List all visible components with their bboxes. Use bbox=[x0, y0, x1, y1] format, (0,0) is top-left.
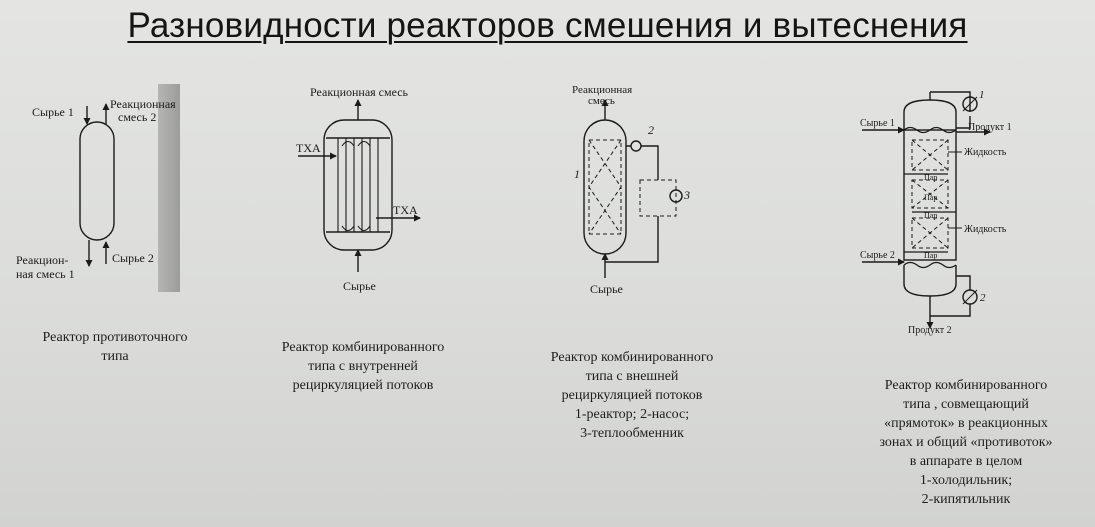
reactor4-zone-top-cross bbox=[911, 139, 949, 171]
reactor3-external-recirculation bbox=[583, 99, 683, 278]
reactor3-bed-cross bbox=[588, 139, 622, 235]
reactor3-pump bbox=[630, 140, 642, 152]
reactor4-caption-line: зонах и общий «противоток» bbox=[879, 435, 1053, 450]
reactor3-heat-exchanger bbox=[669, 189, 683, 203]
reactor4-liquid-top-label: Жидкость bbox=[964, 147, 1007, 158]
reactor4-bottom-wave bbox=[903, 261, 957, 269]
reactor2-internal-recirculation bbox=[298, 99, 421, 272]
reactor2-vessel bbox=[323, 119, 393, 251]
reactor1-vessel bbox=[79, 121, 115, 241]
reactor4-reboiler-slash bbox=[962, 289, 978, 305]
reactor4-zone-bottom-cross bbox=[911, 217, 949, 249]
reactor4-caption-line: 2-кипятильник bbox=[921, 492, 1011, 507]
reactor3-caption: Реактор комбинированного типа с внешней … bbox=[520, 348, 744, 443]
reactor3-caption-line: Реактор комбинированного bbox=[550, 350, 714, 365]
reactor4-zone-middle bbox=[911, 179, 949, 209]
reactor4-feed2-label: Сырье 2 bbox=[860, 250, 895, 261]
reactor2-caption: Реактор комбинированного типа с внутренн… bbox=[252, 338, 474, 395]
reactor4-zone-middle-cross bbox=[911, 179, 949, 209]
reactor2-tube-bundle bbox=[337, 138, 379, 232]
reactor4-num1: 1 bbox=[979, 89, 985, 101]
reactor3-feed-label: Сырье bbox=[590, 282, 623, 296]
reactor3-mix-label-b: смесь bbox=[588, 95, 615, 107]
reactor4-column-body bbox=[903, 129, 957, 261]
reactor2-caption-line: типа с внутренней bbox=[308, 359, 418, 374]
reactor4-caption-line: «прямоток» в реакционных bbox=[884, 416, 1048, 431]
page-title: Разновидности реакторов смешения и вытес… bbox=[127, 6, 968, 45]
reactor1-caption-line: типа bbox=[101, 349, 129, 364]
reactor3-caption-line: рециркуляцией потоков bbox=[561, 388, 703, 403]
reactor1-caption-line: Реактор противоточного bbox=[42, 330, 188, 345]
reactor1-mix2-label-a: Реакционная bbox=[110, 97, 176, 111]
reactor2-caption-line: рециркуляцией потоков bbox=[292, 378, 434, 393]
reactor4-condenser-slash bbox=[962, 96, 978, 112]
reactor3-caption-line: типа с внешней bbox=[585, 369, 679, 384]
reactor1-caption: Реактор противоточного типа bbox=[10, 328, 220, 366]
reactor1-mix1-label-a: Реакцион- bbox=[16, 253, 68, 267]
reactor4-column-bottom bbox=[903, 265, 957, 297]
reactor4-caption-line: в аппарате в целом bbox=[909, 454, 1023, 469]
reactor4-caption-line: Реактор комбинированного bbox=[884, 378, 1048, 393]
reactor4-liquid-bottom-label: Жидкость bbox=[964, 224, 1007, 235]
reactor4-vapor3-label: Пар bbox=[924, 211, 937, 220]
reactor4-num2: 2 bbox=[980, 292, 986, 304]
reactor4-vapor1-label: Пар bbox=[924, 173, 937, 182]
reactor4-combined-column bbox=[862, 91, 991, 329]
reactor1-mix2-label-b: смесь 2 bbox=[118, 110, 156, 124]
reactor4-zone-top bbox=[911, 139, 949, 171]
reactor4-condenser bbox=[962, 96, 978, 112]
reactor3-heat-exchanger-box bbox=[639, 179, 677, 217]
reactor2-mix-label: Реакционная смесь bbox=[310, 85, 409, 99]
reactor4-zone-bottom bbox=[911, 217, 949, 249]
reactor2-coolant-out-label: ТХА bbox=[393, 203, 418, 217]
reactor4-caption: Реактор комбинированного типа , совмещаю… bbox=[848, 376, 1084, 509]
reactor3-caption-line: 3-теплообменник bbox=[580, 426, 684, 441]
reactor1-counterflow bbox=[79, 103, 115, 267]
reactor3-num1: 1 bbox=[574, 167, 580, 181]
reactor3-catalyst-bed bbox=[588, 139, 622, 235]
reactor1-mix1-label-b: ная смесь 1 bbox=[16, 267, 75, 281]
reactor4-caption-line: 1-холодильник; bbox=[919, 473, 1013, 488]
reactor1-feed1-label: Сырье 1 bbox=[32, 105, 74, 119]
reactor4-caption-line: типа , совмещающий bbox=[903, 397, 1029, 412]
reactor3-num2: 2 bbox=[648, 123, 654, 137]
reactor4-product2-label: Продукт 2 bbox=[908, 325, 952, 336]
reactor3-caption-line: 1-реактор; 2-насос; bbox=[574, 407, 690, 422]
reactor4-condenser-line bbox=[930, 91, 971, 129]
reactor4-column-top bbox=[903, 99, 957, 130]
reactor2-recirc-arc-top bbox=[341, 140, 371, 147]
reactor2-recirc-arc-bottom bbox=[341, 225, 371, 232]
reactor4-feed1-label: Сырье 1 bbox=[860, 118, 895, 129]
reactor4-product1-label: Продукт 1 bbox=[968, 122, 1012, 133]
reactor4-reboiler bbox=[962, 289, 978, 305]
reactor2-feed-label: Сырье bbox=[343, 279, 376, 293]
reactor3-mix-label-a: Реакционная bbox=[572, 84, 632, 96]
reactor2-caption-line: Реактор комбинированного bbox=[281, 340, 445, 355]
photo-shadow-strip bbox=[158, 84, 180, 292]
reactor3-recirc-line bbox=[605, 145, 659, 263]
reactor3-num3: 3 bbox=[683, 188, 690, 202]
reactor2-coolant-in-label: ТХА bbox=[296, 141, 321, 155]
reactor4-trays bbox=[904, 173, 956, 253]
reactor4-reboiler-line bbox=[929, 275, 971, 317]
reactor1-feed2-label: Сырье 2 bbox=[112, 251, 154, 265]
reactor4-vapor4-label: Пар bbox=[924, 251, 937, 260]
reactor4-vapor2-label: Пар bbox=[924, 193, 937, 202]
